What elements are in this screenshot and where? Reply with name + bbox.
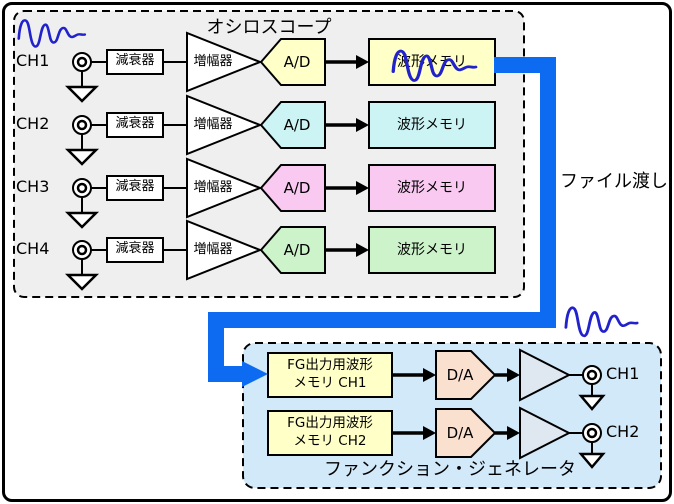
signal-arrowhead — [507, 368, 520, 382]
fg-memory-line1: FG出力用波形 — [287, 415, 373, 431]
dac-label: D/A — [446, 424, 474, 442]
osc-channel-1 — [64, 31, 496, 103]
bnc-connector-icon — [76, 119, 88, 131]
attenuator-box — [106, 175, 164, 201]
waveform-memory-box — [368, 164, 496, 212]
amplifier-label: 増幅器 — [193, 242, 233, 257]
osc-channel-4 — [64, 219, 496, 291]
waveform-memory-label: 波形メモリ — [397, 180, 467, 196]
bnc-connector-icon — [76, 182, 88, 194]
fg-output-label-ch2: CH2 — [606, 422, 640, 441]
oscilloscope-title-text: オシロスコープ — [206, 17, 332, 38]
dac-label: D/A — [446, 366, 474, 384]
adc-label: A/D — [283, 116, 311, 134]
attenuator-box — [106, 112, 164, 138]
function-generator-title-text: ファンクション・ジェネレータ — [324, 459, 576, 480]
output-amplifier-triangle — [519, 348, 572, 402]
file-transfer-label: ファイル渡し — [560, 171, 668, 192]
channel-label-ch3: CH3 — [16, 177, 50, 196]
file-transfer-arrowhead — [242, 361, 268, 387]
waveform-memory-box — [368, 38, 496, 86]
amplifier-triangle — [186, 219, 263, 281]
fg-memory-box — [267, 352, 393, 398]
signal-arrowhead — [356, 55, 369, 69]
fg-memory-label-ch2: FG出力用波形 メモリ CH2 — [268, 415, 392, 451]
channel-label-ch1: CH1 — [16, 51, 50, 70]
attenuator-box — [106, 49, 164, 75]
ground-icon — [64, 273, 100, 291]
waveform-icon — [564, 306, 639, 338]
bnc-connector-icon — [586, 427, 598, 439]
waveform-icon — [391, 49, 478, 83]
fg-channel-2 — [267, 406, 606, 469]
waveform-memory-box — [368, 226, 496, 274]
attenuator-label: 減衰器 — [115, 116, 155, 131]
amplifier-label: 増幅器 — [193, 180, 233, 195]
attenuator-label: 減衰器 — [115, 241, 155, 256]
output-amplifier-triangle — [519, 406, 572, 460]
attenuator-box — [106, 237, 164, 263]
ground-icon — [64, 85, 100, 103]
fg-memory-line1: FG出力用波形 — [287, 357, 373, 373]
ground-icon — [64, 211, 100, 229]
memory-waveform-overlay — [391, 49, 478, 83]
attenuator-label: 減衰器 — [115, 179, 155, 194]
signal-arrowhead — [507, 426, 520, 440]
adc-label: A/D — [283, 179, 311, 197]
signal-arrowhead — [423, 368, 436, 382]
dac-block — [435, 350, 497, 400]
channel-label-ch4: CH4 — [16, 239, 50, 258]
amplifier-triangle — [186, 31, 263, 93]
bnc-connector-icon — [586, 369, 598, 381]
fg-channel-1 — [267, 348, 606, 411]
ground-icon — [64, 148, 100, 166]
signal-arrowhead — [356, 181, 369, 195]
bnc-connector-icon — [76, 56, 88, 68]
amplifier-triangle — [186, 94, 263, 156]
attenuator-label: 減衰器 — [115, 53, 155, 68]
amplifier-label: 増幅器 — [193, 54, 233, 69]
ground-icon — [578, 452, 606, 469]
waveform-memory-label: 波形メモリ — [397, 117, 467, 133]
dac-block — [435, 408, 497, 458]
amplifier-label: 増幅器 — [193, 117, 233, 132]
adc-label: A/D — [283, 241, 311, 259]
waveform-memory-label: 波形メモリ — [397, 242, 467, 258]
osc-channel-3 — [64, 157, 496, 229]
function-generator-title: ファンクション・ジェネレータ — [300, 459, 600, 481]
ground-icon — [578, 394, 606, 411]
signal-arrowhead — [356, 243, 369, 257]
file-transfer-path — [208, 57, 556, 382]
signal-arrowhead — [356, 118, 369, 132]
waveform-memory-label: 波形メモリ — [397, 54, 467, 70]
waveform-memory-box — [368, 101, 496, 149]
oscilloscope-title: オシロスコープ — [184, 17, 354, 39]
fg-memory-line2: メモリ CH2 — [293, 432, 367, 449]
osc-channel-2 — [64, 94, 496, 166]
fg-memory-line2: メモリ CH1 — [293, 374, 367, 391]
fg-output-label-ch1: CH1 — [606, 364, 640, 383]
channel-label-ch2: CH2 — [16, 114, 50, 133]
adc-label: A/D — [283, 53, 311, 71]
bnc-connector-icon — [76, 244, 88, 256]
signal-arrowhead — [423, 426, 436, 440]
amplifier-triangle — [186, 157, 263, 219]
fg-memory-label-ch1: FG出力用波形 メモリ CH1 — [268, 357, 392, 393]
